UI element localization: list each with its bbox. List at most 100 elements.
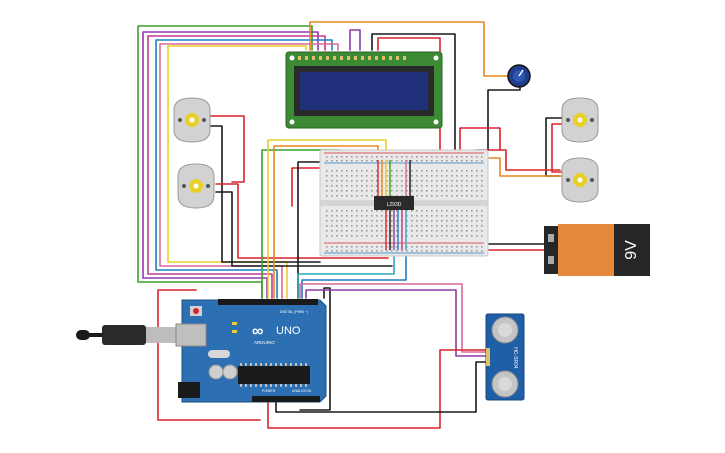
wire-yellow-lcd[interactable] [167, 45, 307, 299]
motor-top-right[interactable] [561, 97, 599, 143]
breadboard-hole [331, 156, 333, 158]
breadboard-hole [446, 220, 448, 222]
breadboard-hole [386, 210, 388, 212]
breadboard-hole [411, 195, 413, 197]
breadboard-hole [341, 190, 343, 192]
ultrasonic-transducer-bottom-inner [498, 377, 512, 391]
breadboard-hole [366, 190, 368, 192]
wire-purple-sensor[interactable] [305, 289, 489, 357]
breadboard-hole [481, 156, 483, 158]
wire-purple-top[interactable] [349, 29, 361, 51]
motor-bottom-right[interactable] [561, 157, 599, 203]
potentiometer-indicator [518, 69, 524, 77]
wire-red-bb-left[interactable] [291, 167, 331, 207]
wire-red-motor-top-left[interactable] [207, 115, 245, 183]
chip-pin [285, 363, 287, 366]
breadboard-hole [416, 246, 418, 248]
breadboard-hole [436, 225, 438, 227]
wire-red-motor-top-right[interactable] [551, 123, 565, 173]
wire-blue-bb[interactable] [301, 251, 407, 299]
breadboard-hole [356, 250, 358, 252]
breadboard-hole [431, 160, 433, 162]
breadboard-hole [371, 160, 373, 162]
wire-pink-lcd[interactable] [159, 43, 339, 299]
wire-black-lcd-top[interactable] [371, 33, 456, 151]
breadboard-hole [406, 225, 408, 227]
breadboard-hole [361, 156, 363, 158]
wire-red-right-bb[interactable] [459, 127, 501, 151]
breadboard-hole [331, 235, 333, 237]
breadboard-hole [426, 156, 428, 158]
breadboard-hole [371, 235, 373, 237]
breadboard-hole [436, 190, 438, 192]
wire-black-arduino-loop[interactable] [299, 287, 331, 411]
wire-pink-sensor[interactable] [299, 283, 489, 353]
arduino-board [181, 299, 327, 403]
motor-driver-chip[interactable]: L293D [374, 196, 414, 210]
breadboard-hole [481, 220, 483, 222]
battery-9v[interactable]: 9V [544, 224, 650, 276]
breadboard-hole [471, 160, 473, 162]
wire-orange-motor-right[interactable] [475, 157, 563, 177]
wire-teal-bb[interactable] [297, 251, 395, 299]
wire-black-motor-top-left[interactable] [207, 125, 321, 263]
breadboard-hole [351, 246, 353, 248]
wire-red-motor-right[interactable] [475, 149, 561, 171]
wire-black-bb-left[interactable] [297, 161, 329, 299]
usb-cable-wire [88, 333, 104, 337]
breadboard-hole [471, 235, 473, 237]
breadboard-hole [331, 250, 333, 252]
breadboard-hole [426, 215, 428, 217]
breadboard-hole [421, 210, 423, 212]
breadboard-hole [396, 185, 398, 187]
breadboard-hole [436, 250, 438, 252]
breadboard-hole [476, 195, 478, 197]
breadboard-hole [431, 215, 433, 217]
motor-shaft [577, 177, 583, 183]
battery-label: 9V [623, 240, 640, 260]
breadboard-hole [391, 180, 393, 182]
potentiometer[interactable] [507, 64, 531, 88]
motor-top-left[interactable] [173, 97, 211, 143]
breadboard-hole [351, 225, 353, 227]
lcd-module[interactable] [285, 51, 443, 129]
breadboard-hole [411, 220, 413, 222]
breadboard-hole [406, 160, 408, 162]
chip-label: L293D [387, 202, 402, 208]
breadboard-hole [461, 195, 463, 197]
breadboard-hole [391, 220, 393, 222]
breadboard-hole [341, 210, 343, 212]
wire-magenta-lcd[interactable] [147, 35, 326, 299]
wire-red-arduino-loop[interactable] [157, 289, 261, 421]
ultrasonic-sensor[interactable]: HC-SR04 [485, 313, 525, 401]
capacitor [208, 364, 224, 380]
motor-bottom-left[interactable] [177, 163, 215, 209]
wire-blue-lcd[interactable] [155, 39, 333, 299]
motor-screw [566, 178, 570, 182]
breadboard-hole [351, 190, 353, 192]
breadboard-hole [346, 185, 348, 187]
wire-black-pot[interactable] [487, 81, 521, 151]
breadboard-hole [336, 160, 338, 162]
arduino-uno[interactable]: ∞ UNO ARDUINO DIGITAL (PWM ~) POWER ANAL… [175, 299, 327, 403]
wire-black-motor-bottom-left[interactable] [215, 191, 393, 267]
wire-orange-pot[interactable] [309, 21, 511, 77]
breadboard-hole [456, 220, 458, 222]
breadboard-hole [341, 185, 343, 187]
breadboard-hole [436, 220, 438, 222]
breadboard-hole [406, 210, 408, 212]
chip-pins [240, 363, 307, 387]
breadboard-hole [451, 246, 453, 248]
breadboard-hole [376, 170, 378, 172]
wire-red-motor-bottom-left[interactable] [215, 183, 389, 259]
chip-pin [240, 363, 242, 366]
breadboard-hole [451, 230, 453, 232]
wire-purple-lcd[interactable] [142, 31, 319, 299]
breadboard-hole [351, 180, 353, 182]
wire-black-sensor[interactable] [275, 361, 489, 413]
wire-black-motor-top-right[interactable] [545, 117, 563, 177]
wire-red-sensor[interactable] [267, 349, 489, 429]
breadboard-hole [346, 230, 348, 232]
breadboard-hole [481, 195, 483, 197]
